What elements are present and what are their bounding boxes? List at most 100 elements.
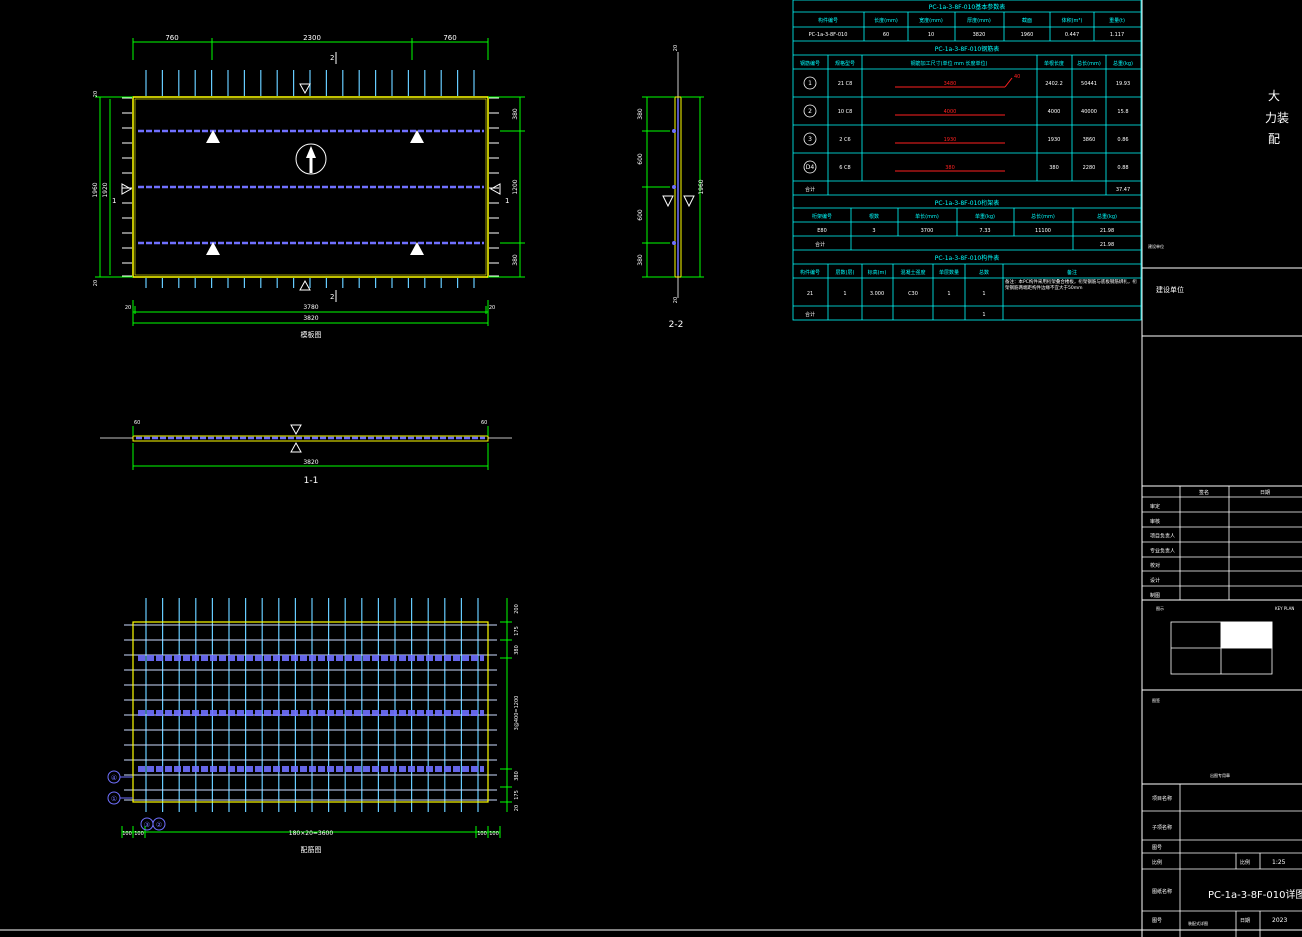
- t2-h5: 总重(kg): [1113, 60, 1133, 67]
- section-dim-right: 60: [481, 420, 487, 426]
- rebar-id-circle: [803, 160, 817, 174]
- scale-value: 1:25: [1272, 859, 1286, 866]
- side-dim-right: 1960: [698, 179, 705, 194]
- t3-c4: 11100: [1035, 228, 1051, 234]
- rebar-spec: 10 C8: [838, 109, 853, 115]
- t2-h2: 钢筋加工尺寸(单位 mm 长度单位): [911, 60, 988, 67]
- plan-dim-right-2: 1200: [512, 179, 519, 194]
- t4-c2: 3.000: [870, 291, 884, 297]
- t1-c0: PC-1a-3-8F-010: [809, 32, 848, 38]
- rebar-weight: 15.8: [1117, 109, 1128, 115]
- side-dim-top: 20: [673, 45, 679, 51]
- footer-label-2: 日期: [1240, 918, 1250, 924]
- plan-dim-total: 3820: [303, 315, 318, 322]
- sig-role: 审定: [1150, 503, 1160, 510]
- t2-h0: 钢筋编号: [800, 60, 820, 67]
- t1-h6: 重量(t): [1109, 17, 1125, 24]
- t1-c5: 0.447: [1065, 32, 1079, 38]
- rebar-id: 1: [808, 80, 812, 87]
- logo-line-3: 配: [1268, 132, 1280, 146]
- t4-h1: 层数(层): [836, 269, 855, 276]
- project-label: 项目名称: [1152, 795, 1172, 802]
- rebar-weight: 0.86: [1117, 137, 1128, 143]
- footer-label-1: 图号: [1152, 918, 1162, 924]
- scale-label: 比例: [1240, 859, 1250, 866]
- t4-c3: C30: [908, 291, 918, 297]
- t1-c6: 1.117: [1110, 32, 1124, 38]
- t3-c3: 7.33: [979, 228, 990, 234]
- rebar-weight: 19.93: [1116, 81, 1130, 87]
- t3-h2: 单长(mm): [915, 213, 939, 220]
- t4-h2: 标高(m): [868, 269, 887, 276]
- rebar-dim-right-3: 380: [514, 645, 520, 655]
- sig-role: 设计: [1150, 577, 1160, 584]
- plan-dim-right-3: 380: [512, 254, 519, 266]
- rebar-shape-len: 380: [945, 165, 955, 171]
- t3-c1: 3: [872, 228, 875, 234]
- rebar-shape-len: 4000: [944, 109, 957, 115]
- table4-title: PC-1a-3-8F-010构件表: [935, 254, 1000, 262]
- table2-title: PC-1a-3-8F-010钢筋表: [935, 45, 1000, 53]
- marker-1: ①: [111, 795, 117, 803]
- rebar-dim-right-4: 3@400=1200: [514, 696, 520, 731]
- plan-dim-left-small-bottom: 20: [93, 280, 99, 286]
- plan-dim-left-outer: 1960: [92, 182, 99, 197]
- rebar-dim-right-7: 20: [514, 805, 520, 811]
- plan-dim-left-small-top: 20: [93, 91, 99, 97]
- rebar-total: 40000: [1081, 109, 1097, 115]
- rebar-dim-bottom-4: 100: [477, 831, 487, 837]
- t3-h3: 单重(kg): [975, 213, 995, 220]
- t4-total-label: 合计: [805, 311, 815, 318]
- rebar-total: 2280: [1083, 165, 1096, 171]
- schedule-tables: PC-1a-3-8F-010基本参数表 构件编号 长度(mm) 宽度(mm) 厚…: [792, 0, 1142, 321]
- rebar-dim-right-1: 200: [514, 604, 520, 614]
- side-dim-3: 600: [637, 209, 644, 221]
- side-caption: 2-2: [669, 320, 684, 330]
- plan-caption: 模板图: [301, 330, 322, 339]
- stamp-label-2: 出图专用章: [1210, 772, 1230, 778]
- sig-role: 校对: [1150, 562, 1160, 569]
- t2-h3: 单根长度: [1044, 60, 1064, 67]
- stamp-label: 图签: [1152, 697, 1160, 703]
- t1-c2: 10: [928, 32, 934, 38]
- footer-value-1: 装配式详图: [1188, 920, 1208, 926]
- key-plan-label-right: KEY PLAN: [1275, 606, 1294, 611]
- sig-header-name: 签名: [1199, 489, 1209, 496]
- side-dim-1: 380: [637, 108, 644, 120]
- side-dim-2: 600: [637, 153, 644, 165]
- section-dim-left: 60: [134, 420, 140, 426]
- t4-h4: 单层数量: [939, 269, 959, 276]
- t4-note: 备注：本PC构件采用桁架叠合楼板，桁架钢筋与底板钢筋绑扎，桁架钢筋两端距构件边缘…: [1005, 280, 1137, 291]
- t4-h6: 备注: [1067, 269, 1077, 276]
- rebar-shape-len: 3480: [944, 81, 957, 87]
- rebar-weight: 0.88: [1117, 165, 1128, 171]
- rebar-len: 4000: [1048, 109, 1061, 115]
- footer-value-2: 2023: [1272, 917, 1287, 924]
- section-mark-bottom: 2: [330, 293, 334, 301]
- marker-2: ②: [156, 821, 162, 829]
- rebar-plan: 200 175 380 3@400=1200 380 175 20 100 10…: [107, 598, 520, 854]
- t3-c5: 21.98: [1100, 228, 1114, 234]
- rebar-shape-len: 1930: [944, 137, 957, 143]
- side-dim-4: 380: [637, 254, 644, 266]
- scale-label-left: 比例: [1152, 859, 1162, 866]
- company-small: 建设单位: [1148, 243, 1164, 249]
- rebar-hook-len: 40: [1014, 74, 1020, 80]
- drawing-title-label: 图纸名称: [1152, 888, 1172, 895]
- construction-unit: 建设单位: [1156, 285, 1184, 294]
- t1-c4: 1960: [1021, 32, 1034, 38]
- rebar-hook: [1004, 77, 1013, 88]
- rebar-id: 3: [808, 136, 812, 143]
- plan-view: 760 2300 760 2: [92, 34, 525, 339]
- rebar-id: 2: [808, 108, 812, 115]
- rebar-id-circle: [803, 76, 817, 90]
- table1-title: PC-1a-3-8F-010基本参数表: [929, 3, 1006, 11]
- t3-h1: 根数: [869, 213, 879, 220]
- t3-h4: 总长(mm): [1031, 213, 1055, 220]
- t4-c5: 1: [982, 291, 985, 297]
- t1-c3: 3820: [973, 32, 986, 38]
- rebar-spec: 21 C8: [838, 81, 853, 87]
- t2-total-label: 合计: [805, 186, 815, 193]
